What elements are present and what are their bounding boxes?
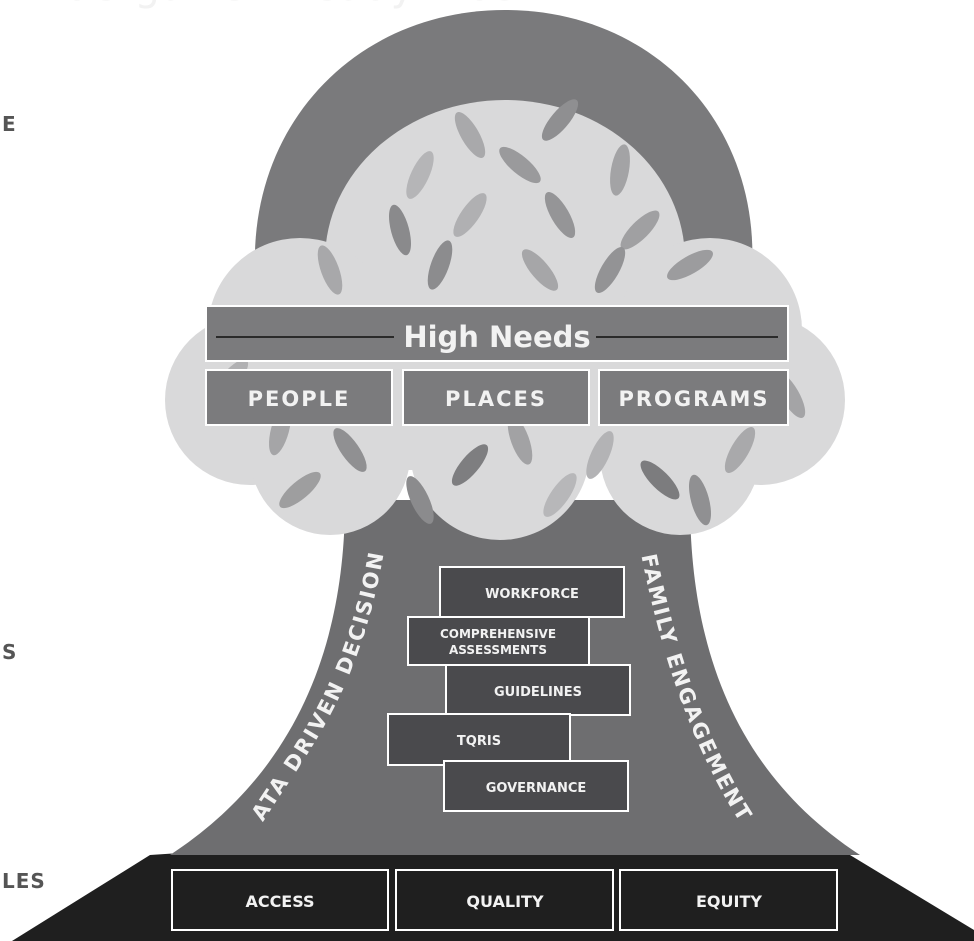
pillar-places: PLACES [402,369,590,426]
leaf [610,144,630,196]
leaf [544,192,576,238]
leaves [211,99,806,526]
block-guidelines: GUIDELINES [445,664,631,716]
leaf [279,471,321,509]
leaf [453,193,487,237]
block-workforce-label: WORKFORCE [485,587,579,602]
block-comprehensive-assessments: COMPREHENSIVE ASSESSMENTS [407,616,590,666]
leaf [451,444,489,486]
leaf [594,247,626,293]
high-needs-heading: High Needs [403,320,590,354]
block-guidelines-label: GUIDELINES [494,685,582,700]
leaf [521,249,559,291]
side-label-top: E [2,112,17,136]
canopy-title: Kindergarten Ready Kids [0,0,517,10]
leaf [541,99,579,141]
foundation-base [12,842,974,941]
leaf [620,210,660,250]
leaf [667,249,713,281]
pillar-programs-label: PROGRAMS [618,387,769,411]
leaf [454,112,486,158]
leaf [640,460,680,500]
block-governance: GOVERNANCE [443,760,629,812]
leaf [427,240,453,290]
pillar-programs: PROGRAMS [598,369,789,426]
side-label-middle: S [2,640,18,664]
leaf [543,473,577,517]
pillar-people-label: PEOPLE [248,387,351,411]
leaf [689,474,711,526]
foundation-access: ACCESS [171,869,389,931]
block-tqris: TQRIS [387,713,571,766]
leaf [499,146,541,184]
leaf [507,415,533,465]
foundation-quality: QUALITY [395,869,614,931]
leaf [389,204,411,256]
foundation-access-label: ACCESS [245,892,314,911]
leaf [586,431,614,479]
foundation-quality-label: QUALITY [466,892,544,911]
block-governance-label: GOVERNANCE [486,781,587,796]
pillar-places-label: PLACES [445,387,547,411]
leaf [406,476,434,524]
high-needs-bar: High Needs [205,305,789,362]
block-tqris-label: TQRIS [457,734,501,749]
leaf [333,428,367,472]
side-label-bottom: LES [2,869,46,893]
block-assessments-line1: COMPREHENSIVE [440,627,556,641]
leaf [724,427,756,473]
block-assessments-line2: ASSESSMENTS [449,643,547,657]
leaf [406,151,434,199]
pillar-people: PEOPLE [205,369,393,426]
foundation-equity-label: EQUITY [696,892,762,911]
leaf [317,245,343,295]
foundation-equity: EQUITY [619,869,838,931]
block-workforce: WORKFORCE [439,566,625,618]
